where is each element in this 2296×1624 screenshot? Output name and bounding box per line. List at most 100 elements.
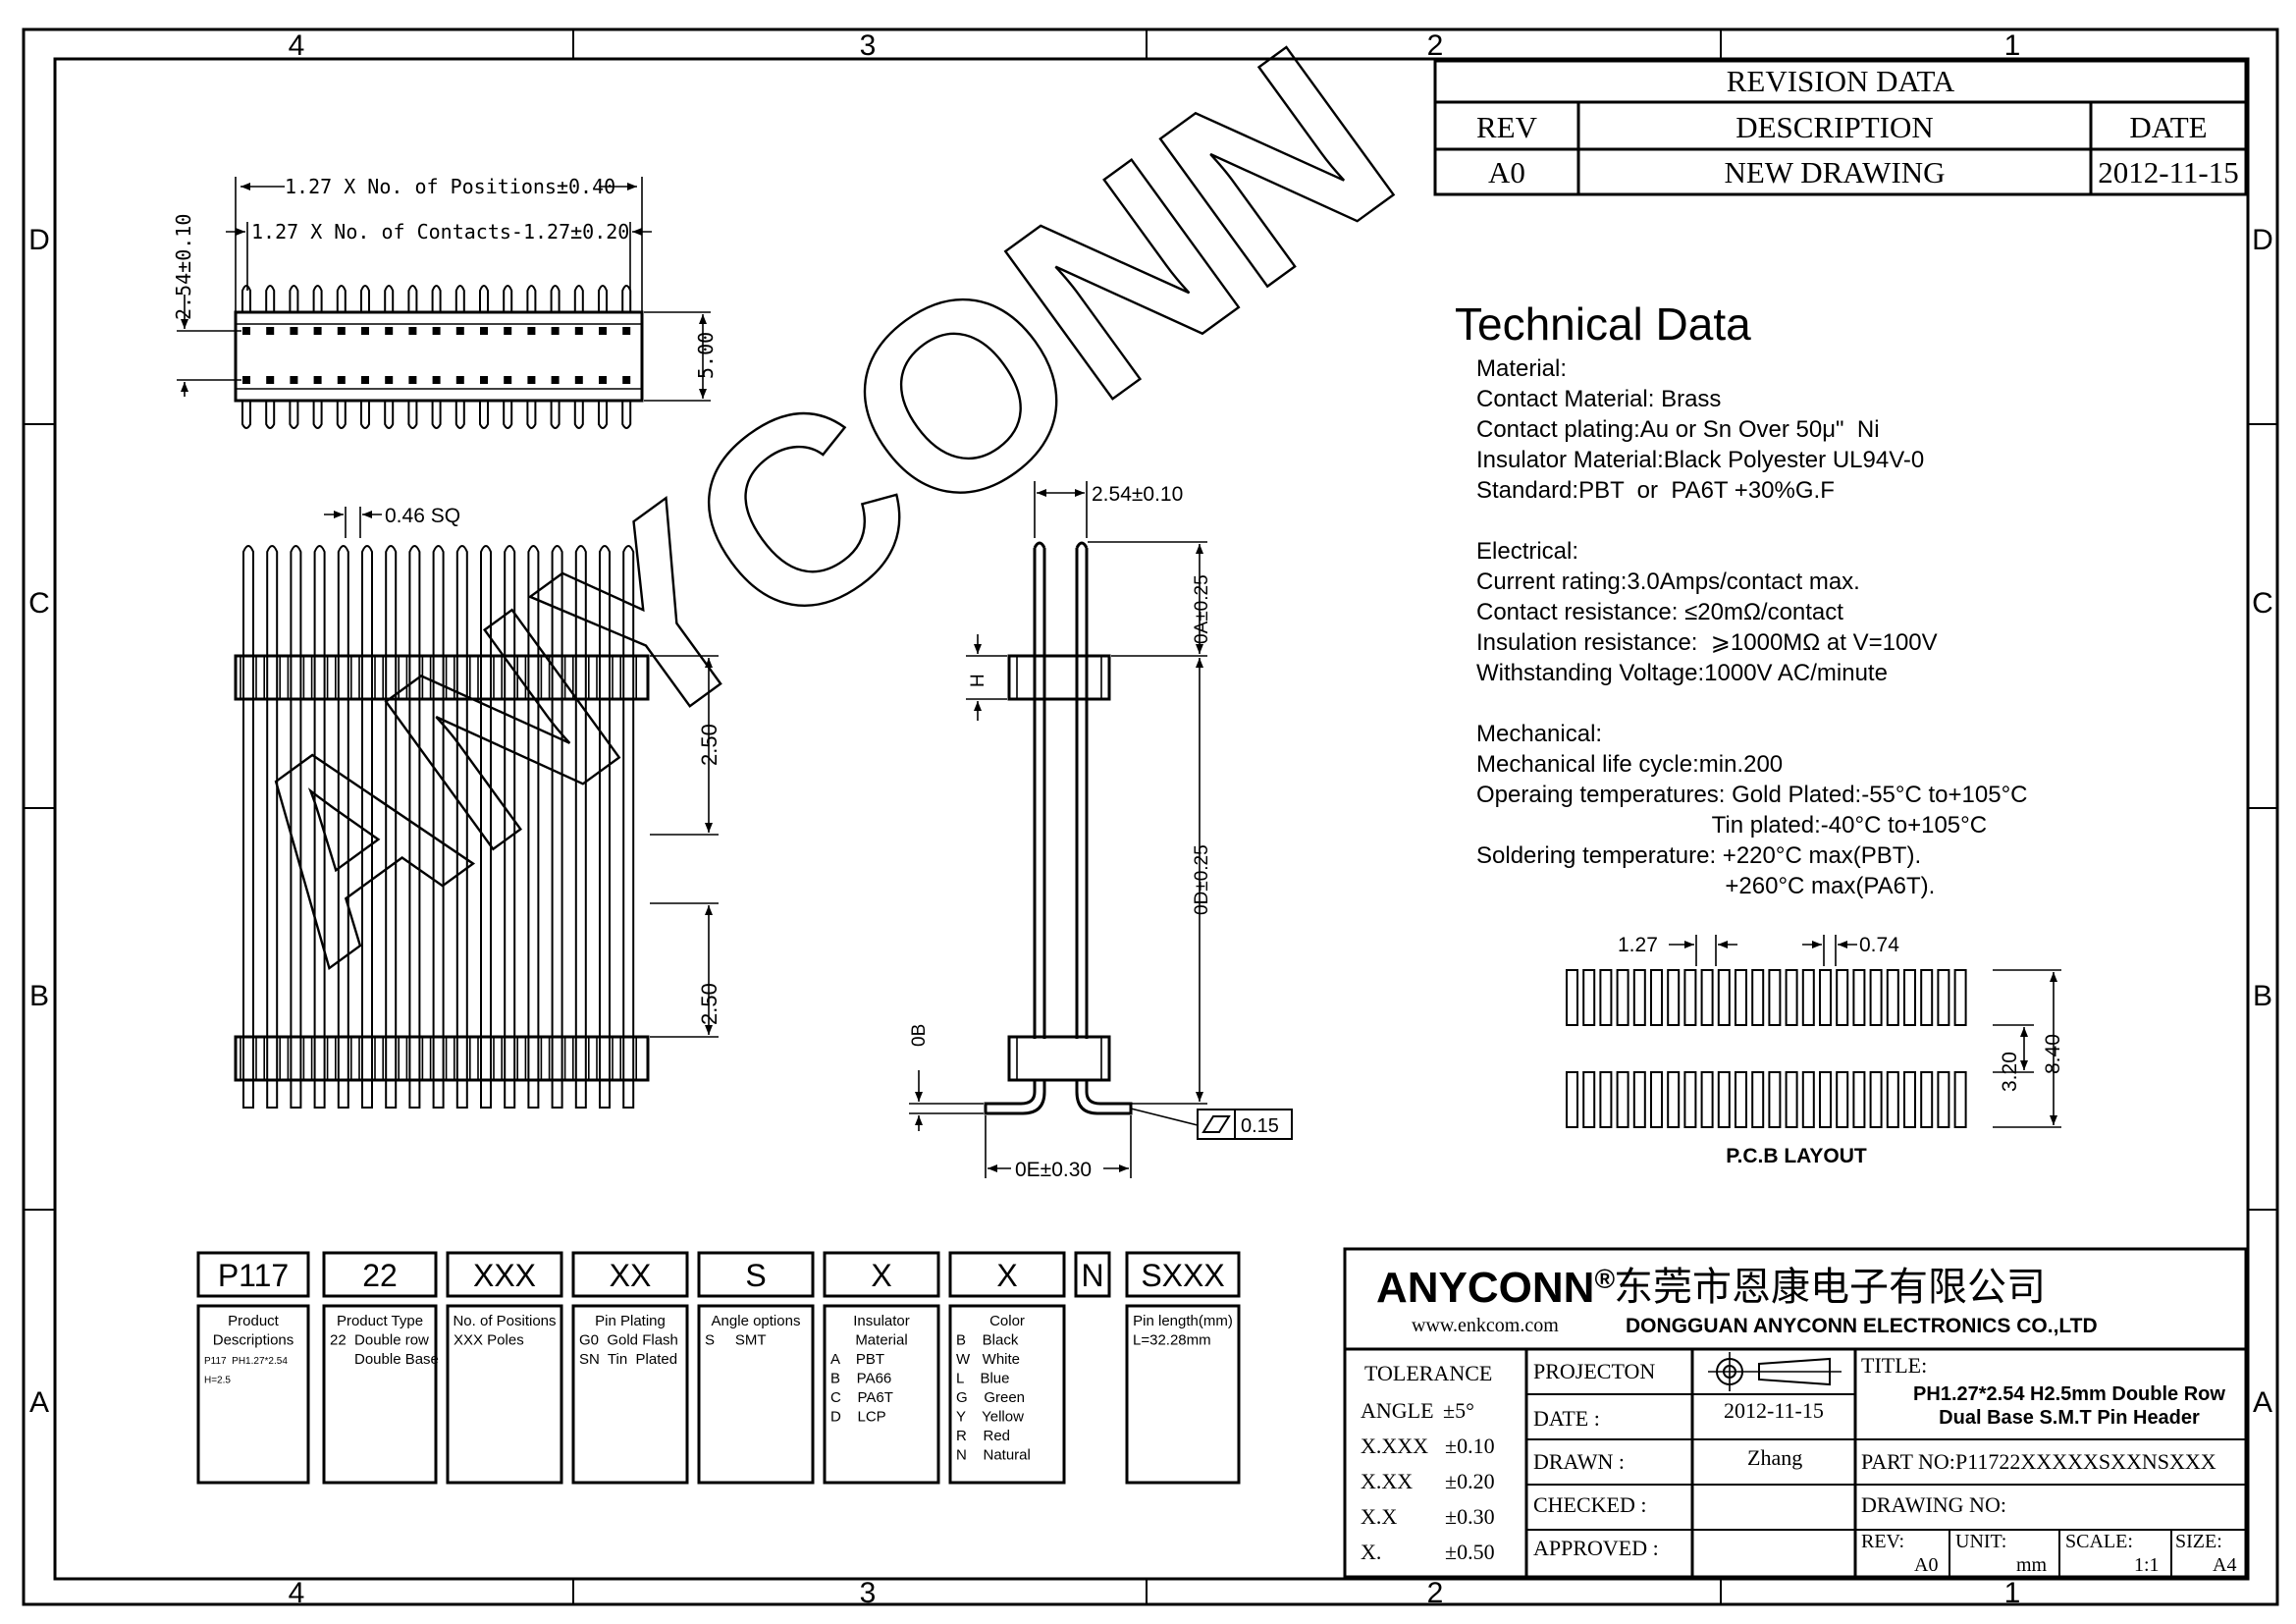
revision-header-description: DESCRIPTION xyxy=(1735,110,1934,144)
company-name-en: DONGGUAN ANYCONN ELECTRONICS CO.,LTD xyxy=(1626,1315,2098,1337)
pcb-pad xyxy=(1700,1071,1714,1128)
pin xyxy=(337,545,349,1080)
pin xyxy=(503,401,513,429)
code-description-line: Pin Plating xyxy=(595,1313,666,1329)
pin-tail xyxy=(337,1079,349,1109)
pin xyxy=(551,545,563,1080)
pin xyxy=(290,545,302,1080)
pcb-pad xyxy=(1717,1071,1731,1128)
zone-labels: 4 3 2 1 4 3 2 1 D C B A D C B A xyxy=(28,29,2273,1609)
dim-positions: 1.27 X No. of Positions±0.40 xyxy=(285,175,615,198)
pin xyxy=(598,285,608,312)
pin-section xyxy=(599,376,607,384)
revision-rev-value: A0 xyxy=(1488,155,1525,189)
pin-section xyxy=(361,376,369,384)
title-line-1: PH1.27*2.54 H2.5mm Double Row xyxy=(1913,1383,2225,1405)
zone-col-4-bottom: 4 xyxy=(289,1577,305,1609)
pcb-pad xyxy=(1768,969,1782,1026)
pin-section xyxy=(242,327,250,335)
pin xyxy=(289,401,299,429)
code-description-line: B Black xyxy=(956,1332,1019,1349)
code-box-label: SXXX xyxy=(1141,1258,1224,1293)
pin xyxy=(360,285,370,312)
pin xyxy=(479,285,489,312)
technical-line: Contact resistance: ≤20mΩ/contact xyxy=(1476,599,1843,625)
code-box-label: X xyxy=(871,1258,891,1293)
pin-section xyxy=(432,376,441,384)
pcb-pad xyxy=(1801,1071,1815,1128)
pin-section xyxy=(337,376,346,384)
pcb-pad xyxy=(1886,1071,1899,1128)
revision-table: REVISION DATA REV DESCRIPTION DATE A0 NE… xyxy=(1433,59,2248,196)
pin-tail xyxy=(599,1079,611,1109)
pcb-pad xyxy=(1937,1071,1950,1128)
technical-line: +260°C max(PA6T). xyxy=(1476,873,1935,899)
code-description-line: Color xyxy=(989,1313,1025,1329)
pcb-pad xyxy=(1616,969,1629,1026)
technical-lines: Material:Contact Material: BrassContact … xyxy=(1476,355,2028,899)
tolerance-angle-value: ±5° xyxy=(1443,1398,1474,1423)
pin xyxy=(360,401,370,429)
pin xyxy=(503,285,513,312)
pin xyxy=(479,401,489,429)
pin-section xyxy=(504,327,512,335)
pin xyxy=(313,545,326,1080)
code-description-line: SN Tin Plated xyxy=(579,1351,677,1368)
drawing-no-label: DRAWING NO: xyxy=(1861,1492,2006,1517)
revision-description-value: NEW DRAWING xyxy=(1724,155,1945,189)
pin-tail xyxy=(574,1079,587,1109)
code-box-label: S xyxy=(745,1258,766,1293)
pin xyxy=(265,401,276,429)
pin-tail xyxy=(290,1079,302,1109)
pin xyxy=(265,285,276,312)
pin xyxy=(361,545,373,1080)
pin xyxy=(550,285,561,312)
pin xyxy=(526,401,537,429)
dim-side-pitch: 2.54±0.10 xyxy=(1092,483,1183,506)
dim-oe: 0E±0.30 xyxy=(1015,1159,1092,1181)
code-description-box xyxy=(196,1304,310,1485)
top-view-pins xyxy=(241,285,632,429)
dim-pitch-vertical: 2.54±0.10 xyxy=(172,214,195,320)
pcb-pad xyxy=(1903,1071,1916,1128)
drawn-value: Zhang xyxy=(1747,1445,1802,1470)
pcb-pad xyxy=(1566,969,1578,1026)
pin-section xyxy=(455,327,464,335)
pin xyxy=(385,545,398,1080)
rev-value: A0 xyxy=(1914,1554,1938,1576)
code-description-line: S SMT xyxy=(705,1332,767,1349)
pin-tail xyxy=(432,1079,445,1109)
pcb-pad xyxy=(1953,1071,1967,1128)
pcb-pad xyxy=(1683,969,1697,1026)
pin-section xyxy=(432,327,441,335)
pin-section xyxy=(408,376,417,384)
pin xyxy=(266,545,279,1080)
pin xyxy=(527,545,540,1080)
code-description-box xyxy=(697,1304,815,1485)
pcb-pad xyxy=(1735,969,1747,1026)
pcb-pad xyxy=(1920,1071,1934,1128)
projection-symbol-icon xyxy=(1708,1352,1842,1391)
pcb-layout: 1.27 0.74 3.20 8.40 P.C.B LAYOUT xyxy=(1566,934,2064,1167)
zone-col-3: 3 xyxy=(860,29,877,62)
tolerance-xx-value: ±0.30 xyxy=(1445,1504,1495,1529)
pin xyxy=(526,285,537,312)
pin xyxy=(621,401,632,429)
pin-section xyxy=(480,376,488,384)
tolerance-x-value: ±0.50 xyxy=(1445,1540,1495,1564)
code-description-line: A PBT xyxy=(830,1351,884,1368)
pin-tail xyxy=(313,1079,326,1109)
code-box xyxy=(1125,1251,1241,1298)
pin-section xyxy=(527,376,536,384)
pcb-pad xyxy=(1836,1071,1849,1128)
company-name-cn: 东莞市恩康电子有限公司 xyxy=(1614,1266,2046,1309)
sheet-border xyxy=(22,27,2279,1606)
technical-line: Standard:PBT or PA6T +30%G.F xyxy=(1476,477,1835,504)
code-description-line: Y Yellow xyxy=(956,1409,1024,1426)
pcb-pad xyxy=(1582,969,1596,1026)
technical-line: Current rating:3.0Amps/contact max. xyxy=(1476,568,1860,595)
code-box xyxy=(823,1251,940,1298)
code-description-line: Material xyxy=(855,1332,907,1349)
pin xyxy=(407,285,418,312)
